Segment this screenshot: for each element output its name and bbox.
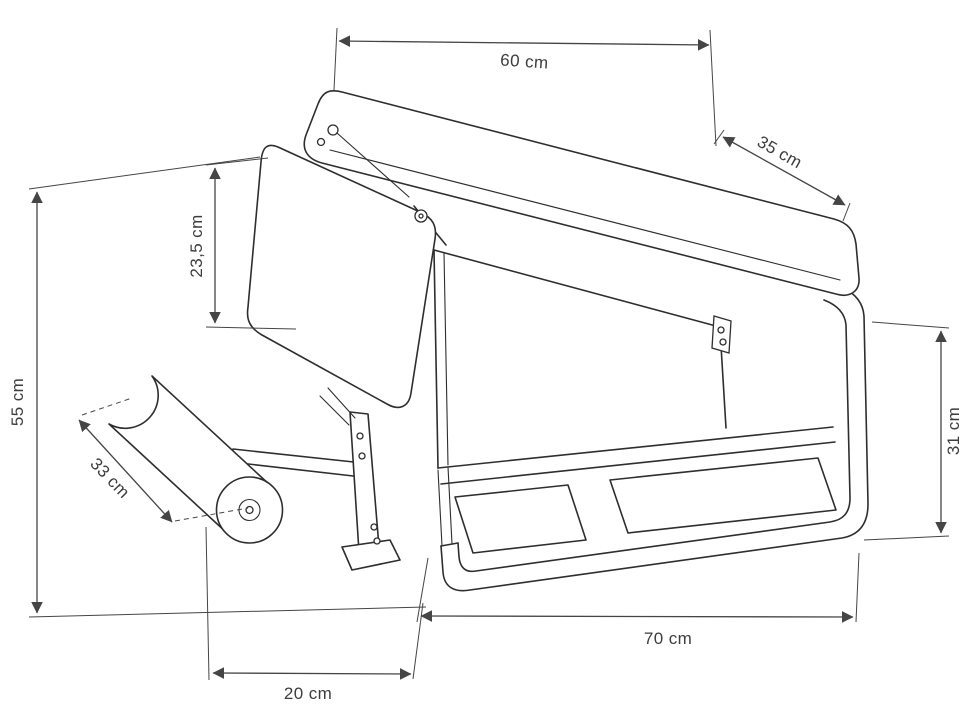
ext-line (205, 157, 269, 166)
pivot-bolt-center (418, 213, 424, 219)
dim-line (78, 419, 173, 523)
dim-line (338, 35, 710, 51)
base-panel-left (454, 484, 587, 554)
bench-illustration (108, 89, 869, 592)
rear-rail (437, 426, 836, 485)
ext-line (416, 557, 429, 623)
ext-line (412, 602, 424, 680)
ext-line (333, 27, 338, 91)
ext-line (842, 202, 851, 222)
ext-line (205, 326, 297, 330)
ext-line (871, 321, 950, 329)
plate-bolt-icon (719, 338, 727, 346)
dim-label-top-length: 60 cm (500, 50, 550, 72)
seat-brace-line (319, 387, 356, 426)
roller-axle-center (245, 505, 254, 515)
right-frame (440, 287, 869, 592)
post-bolt-icon (358, 452, 366, 460)
plate-bolt-icon (717, 326, 725, 334)
ext-line (713, 129, 725, 145)
frame-left-lower-line (437, 466, 453, 547)
dimension-backrest-drop: 23,5 cm (187, 157, 297, 330)
foot-plate (341, 539, 401, 571)
ext-line (709, 29, 717, 147)
hinge-bolt-icon (316, 137, 326, 147)
rear-rail-bottom-line (440, 441, 836, 485)
dimension-base-length: 70 cm (416, 552, 860, 648)
seat-pad (246, 144, 437, 409)
ext-line (863, 535, 950, 541)
dim-line (212, 667, 412, 680)
dim-label-base-length: 70 cm (644, 629, 692, 648)
rear-upright-plate (711, 315, 732, 354)
post-bolt-icon (373, 537, 381, 545)
dimension-front-offset: 20 cm (205, 526, 424, 703)
dim-label-pad-width: 35 cm (754, 132, 805, 172)
hinge-details (316, 124, 428, 223)
dimension-frame-height: 31 cm (863, 321, 963, 541)
base-panels (454, 457, 837, 554)
frame-left-upright-inner-line (443, 252, 449, 466)
dimension-overall-height: 55 cm (8, 156, 427, 618)
base-panel-right (609, 457, 837, 534)
dimension-top-length: 60 cm (333, 27, 717, 147)
hinge-bolt-icon (327, 124, 339, 136)
ext-line (28, 156, 261, 190)
post-bolt-icon (370, 523, 378, 531)
foam-roller (108, 375, 284, 544)
ext-line (28, 606, 427, 618)
back-pad-seam-line (329, 149, 841, 281)
frame-window (433, 249, 732, 547)
dim-line (722, 136, 846, 206)
dim-label-overall-height: 55 cm (8, 378, 27, 426)
ext-line-dashed (174, 507, 249, 522)
dim-label-backrest-drop: 23,5 cm (187, 214, 206, 277)
right-frame-inner-line (457, 299, 851, 573)
ext-line (205, 526, 210, 681)
back-pad (303, 89, 860, 296)
post-bolt-icon (356, 432, 364, 440)
frame-tube-end-cap (440, 542, 459, 547)
ext-line (855, 552, 860, 623)
left-post-tube (349, 411, 380, 553)
frame-left-upright-line (433, 249, 439, 469)
ext-line-dashed (81, 397, 133, 416)
dim-line (420, 610, 854, 623)
left-post (341, 411, 401, 571)
hinge-bracket-line (336, 132, 410, 198)
dim-label-front-offset: 20 cm (284, 684, 332, 703)
dim-label-frame-height: 31 cm (944, 407, 963, 455)
rear-rail-top-line (437, 426, 834, 469)
frame-top-rail-line (433, 249, 717, 327)
dim-label-roller-length: 33 cm (86, 454, 133, 502)
right-frame-outer-line (440, 287, 869, 592)
back-pad-shape (303, 89, 860, 296)
